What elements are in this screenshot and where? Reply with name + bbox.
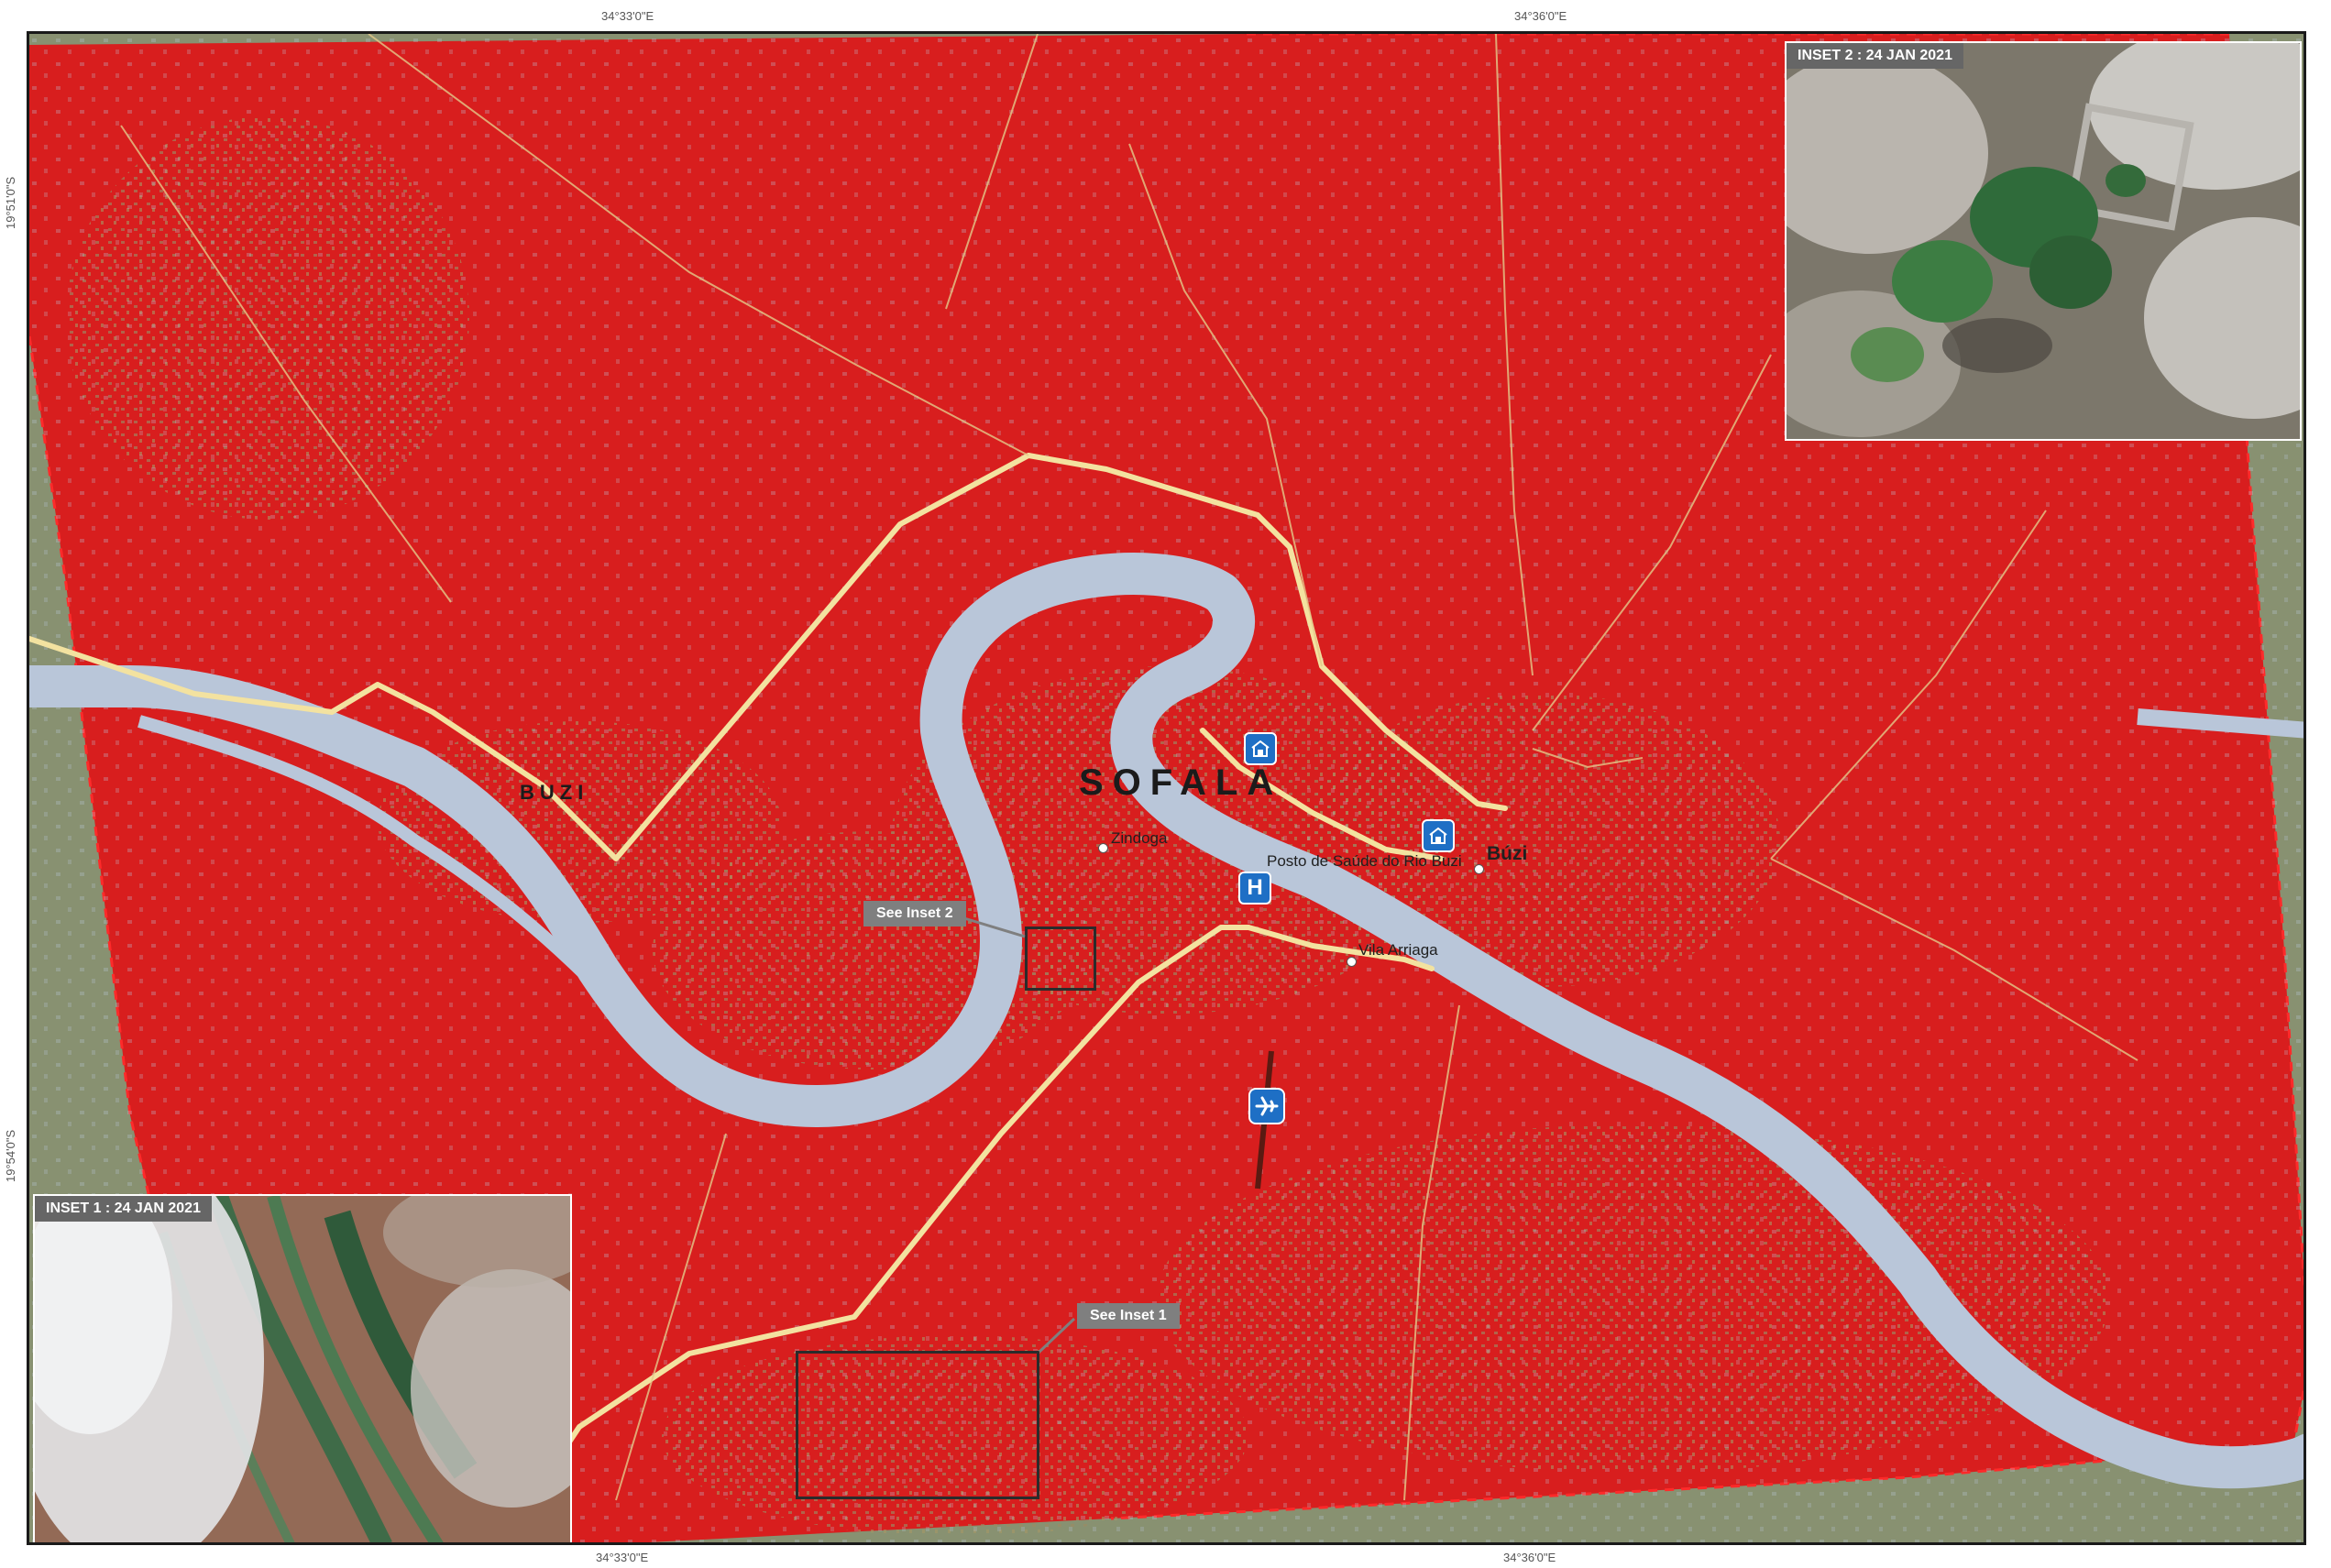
inset1-panel[interactable]: INSET 1 : 24 JAN 2021 — [33, 1194, 572, 1542]
town-label-buzi: Búzi — [1487, 843, 1528, 864]
airport-icon[interactable] — [1248, 1088, 1285, 1124]
coord-left-1: 19°51'0"S — [4, 176, 17, 229]
province-label-sofala: SOFALA — [1079, 762, 1283, 803]
locality-marker-buzi[interactable] — [1474, 864, 1484, 874]
school-icon[interactable] — [1244, 732, 1277, 765]
minor-roads — [120, 34, 2139, 1501]
locality-label-zindoga: Zindoga — [1111, 829, 1168, 847]
inset2-imagery — [1787, 43, 2300, 439]
locality-marker-vila-arriaga[interactable] — [1347, 957, 1357, 967]
map-frame[interactable]: SOFALA BUZI Búzi Zindoga Posto de Saúde … — [27, 31, 2306, 1545]
inset1-title: INSET 1 : 24 JAN 2021 — [35, 1196, 212, 1222]
coord-left-2: 19°54'0"S — [4, 1129, 17, 1182]
locality-label-posto-saude: Posto de Saúde do Rio Buzi — [1267, 852, 1462, 870]
coord-top-2: 34°36'0"E — [1514, 9, 1567, 23]
inset2-panel[interactable]: INSET 2 : 24 JAN 2021 — [1785, 41, 2302, 441]
locality-label-vila-arriaga: Vila Arriaga — [1358, 941, 1438, 959]
school-icon[interactable] — [1422, 819, 1455, 852]
inset1-imagery — [35, 1196, 570, 1542]
see-inset2-callout[interactable]: See Inset 2 — [863, 901, 966, 927]
inset1-reference-box[interactable] — [796, 1351, 1039, 1499]
coord-top-1: 34°33'0"E — [601, 9, 654, 23]
river-side-channel — [137, 715, 602, 992]
inset2-title: INSET 2 : 24 JAN 2021 — [1787, 43, 1963, 69]
coord-bottom-2: 34°36'0"E — [1503, 1551, 1556, 1564]
inset2-reference-box[interactable] — [1025, 927, 1096, 991]
locality-marker-zindoga[interactable] — [1098, 843, 1108, 853]
district-label-buzi: BUZI — [520, 781, 589, 804]
see-inset1-callout[interactable]: See Inset 1 — [1077, 1303, 1180, 1329]
callout-leaders — [954, 914, 1076, 1354]
coord-bottom-1: 34°33'0"E — [596, 1551, 649, 1564]
hospital-icon[interactable]: H — [1238, 872, 1271, 905]
